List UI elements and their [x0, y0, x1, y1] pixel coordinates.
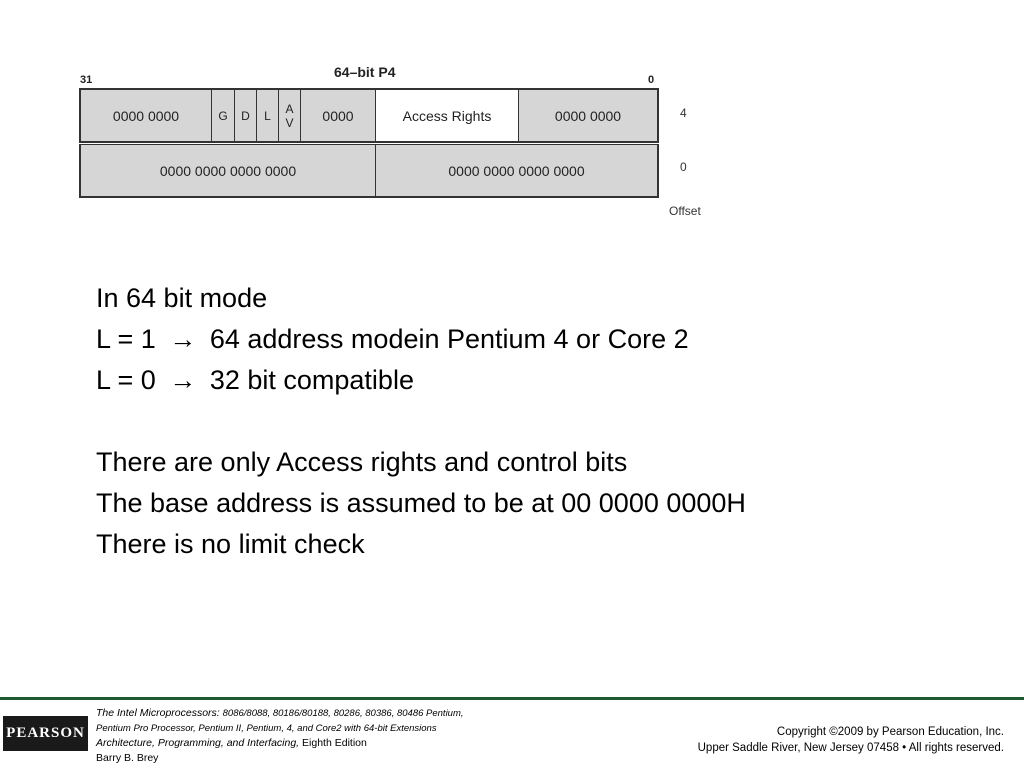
text-line-2-suffix: 64 address modein Pentium 4 or Core 2	[209, 324, 689, 354]
av-letter-a: A	[285, 101, 294, 116]
book-edition: Eighth Edition	[302, 737, 367, 749]
text-spacer	[96, 401, 746, 442]
av-letter-v: V	[285, 115, 294, 130]
bit-0-label: 0	[648, 74, 655, 86]
pearson-logo: PEARSON	[3, 716, 88, 751]
cell-lower-zeros: 0000 0000	[519, 90, 657, 141]
cell-d-bit: D	[235, 90, 257, 141]
diagram-title: 64–bit P4	[334, 64, 396, 80]
text-line-3-suffix: 32 bit compatible	[209, 365, 414, 395]
copyright-line-1: Copyright ©2009 by Pearson Education, In…	[776, 726, 1004, 738]
text-line-3-prefix: L = 0	[96, 365, 156, 395]
book-line-1: The Intel Microprocessors: 8086/8088, 80…	[96, 706, 464, 721]
book-subtitle-3: Architecture, Programming, and Interfaci…	[96, 737, 300, 749]
text-line-3: L = 0 → 32 bit compatible	[96, 360, 746, 401]
book-citation: The Intel Microprocessors: 8086/8088, 80…	[96, 706, 464, 766]
cell-mid-zeros: 0000	[301, 90, 376, 141]
offset-0-label: 0	[680, 160, 687, 174]
book-line-3: Architecture, Programming, and Interfaci…	[96, 736, 464, 751]
cell-upper-zeros: 0000 0000	[81, 90, 212, 141]
book-author: Barry B. Brey	[96, 752, 159, 764]
right-arrow-icon: →	[169, 324, 197, 354]
cell-bottom-left: 0000 0000 0000 0000	[81, 145, 376, 196]
descriptor-diagram: 64–bit P4 31 0 0000 0000 G D L A V 0000 …	[0, 0, 1024, 230]
book-subtitle-2: Pentium Pro Processor, Pentium II, Penti…	[96, 723, 437, 734]
text-line-1: In 64 bit mode	[96, 283, 268, 313]
copyright-line-2: Upper Saddle River, New Jersey 07458 • A…	[697, 742, 1004, 754]
text-line-5: There are only Access rights and control…	[96, 447, 628, 477]
copyright-notice: Copyright ©2009 by Pearson Education, In…	[698, 724, 1004, 756]
cell-g-bit: G	[212, 90, 235, 141]
text-line-2: L = 1 → 64 address modein Pentium 4 or C…	[96, 319, 746, 360]
footer-divider	[0, 697, 1024, 700]
offset-4-label: 4	[680, 106, 687, 120]
text-line-2-prefix: L = 1	[96, 324, 156, 354]
book-subtitle-1: 8086/8088, 80186/80188, 80286, 80386, 80…	[222, 708, 464, 719]
cell-bottom-right: 0000 0000 0000 0000	[376, 145, 657, 196]
slide-body-text: In 64 bit mode L = 1 → 64 address modein…	[96, 278, 746, 565]
descriptor-row-offset-0: 0000 0000 0000 0000 0000 0000 0000 0000	[79, 144, 659, 198]
cell-access-rights: Access Rights	[376, 90, 519, 141]
bit-31-label: 31	[80, 74, 93, 86]
offset-axis-label: Offset	[669, 204, 701, 218]
text-line-6: The base address is assumed to be at 00 …	[96, 488, 746, 518]
book-title: The Intel Microprocessors:	[96, 707, 220, 719]
cell-l-bit: L	[257, 90, 279, 141]
descriptor-row-offset-4: 0000 0000 G D L A V 0000 Access Rights 0…	[79, 88, 659, 143]
right-arrow-icon: →	[169, 365, 197, 395]
cell-av-bit: A V	[279, 90, 301, 141]
text-line-7: There is no limit check	[96, 529, 365, 559]
